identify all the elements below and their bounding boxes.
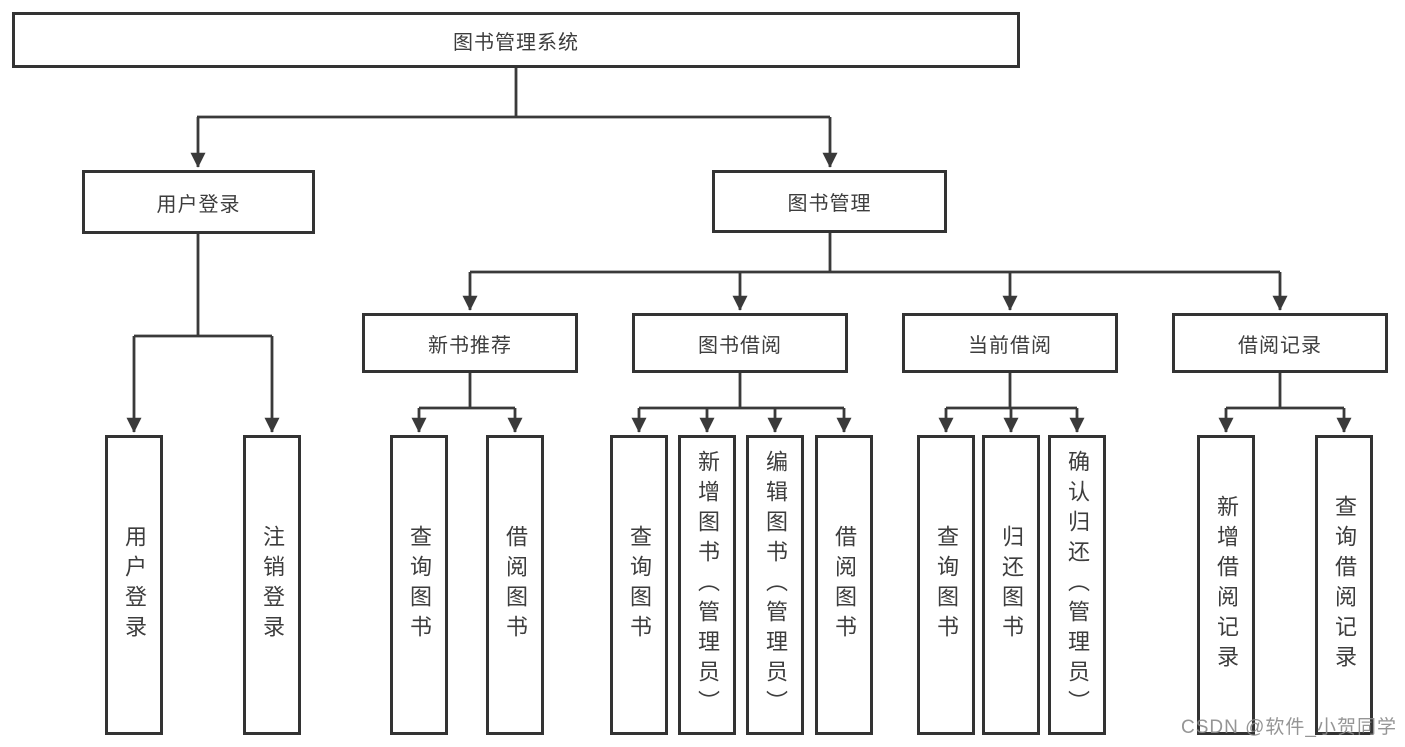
node-root: 图书管理系统 xyxy=(12,12,1020,68)
node-new-book-recommend: 新书推荐 xyxy=(362,313,578,373)
leaf-borrow-query-books-label: 查询图书 xyxy=(627,525,652,645)
node-book-management-label: 图书管理 xyxy=(787,193,872,215)
node-new-book-recommend-label: 新书推荐 xyxy=(428,334,512,357)
node-root-label: 图书管理系统 xyxy=(453,31,579,54)
leaf-user-login-label: 用户登录 xyxy=(122,525,147,645)
node-book-borrow-label: 图书借阅 xyxy=(698,334,782,357)
leaf-recommend-query-books-label: 查询图书 xyxy=(407,525,432,645)
node-user-login: 用户登录 xyxy=(82,170,315,234)
node-current-borrow-label: 当前借阅 xyxy=(968,334,1052,357)
leaf-recommend-borrow-books-label: 借阅图书 xyxy=(503,525,528,645)
leaf-recommend-query-books: 查询图书 xyxy=(390,435,448,735)
node-book-borrow: 图书借阅 xyxy=(632,313,848,373)
leaf-borrow-borrow-books-label: 借阅图书 xyxy=(832,525,857,645)
leaf-current-query-books: 查询图书 xyxy=(917,435,975,735)
leaf-current-confirm-return-admin-label: 确认归还（管理员） xyxy=(1065,450,1090,720)
leaf-logout: 注销登录 xyxy=(243,435,301,735)
node-borrow-records-label: 借阅记录 xyxy=(1238,334,1322,357)
node-borrow-records: 借阅记录 xyxy=(1172,313,1388,373)
node-book-management: 图书管理 xyxy=(712,170,947,233)
leaf-borrow-edit-books-admin: 编辑图书（管理员） xyxy=(746,435,804,735)
leaf-records-add-record: 新增借阅记录 xyxy=(1197,435,1255,735)
leaf-borrow-add-books-admin: 新增图书（管理员） xyxy=(678,435,736,735)
leaf-logout-label: 注销登录 xyxy=(260,525,285,645)
watermark-text: CSDN @软件_小贺同学 xyxy=(1181,717,1397,738)
leaf-current-return-books: 归还图书 xyxy=(982,435,1040,735)
leaf-current-confirm-return-admin: 确认归还（管理员） xyxy=(1048,435,1106,735)
node-current-borrow: 当前借阅 xyxy=(902,313,1118,373)
leaf-borrow-borrow-books: 借阅图书 xyxy=(815,435,873,735)
leaf-user-login: 用户登录 xyxy=(105,435,163,735)
leaf-records-query-record: 查询借阅记录 xyxy=(1315,435,1373,735)
leaf-records-add-record-label: 新增借阅记录 xyxy=(1214,495,1239,675)
leaf-borrow-edit-books-admin-label: 编辑图书（管理员） xyxy=(763,450,788,720)
node-user-login-label: 用户登录 xyxy=(156,193,241,216)
leaf-borrow-query-books: 查询图书 xyxy=(610,435,668,735)
leaf-current-query-books-label: 查询图书 xyxy=(934,525,959,645)
leaf-current-return-books-label: 归还图书 xyxy=(999,525,1024,645)
leaf-borrow-add-books-admin-label: 新增图书（管理员） xyxy=(695,450,720,720)
leaf-records-query-record-label: 查询借阅记录 xyxy=(1332,495,1357,675)
leaf-recommend-borrow-books: 借阅图书 xyxy=(486,435,544,735)
